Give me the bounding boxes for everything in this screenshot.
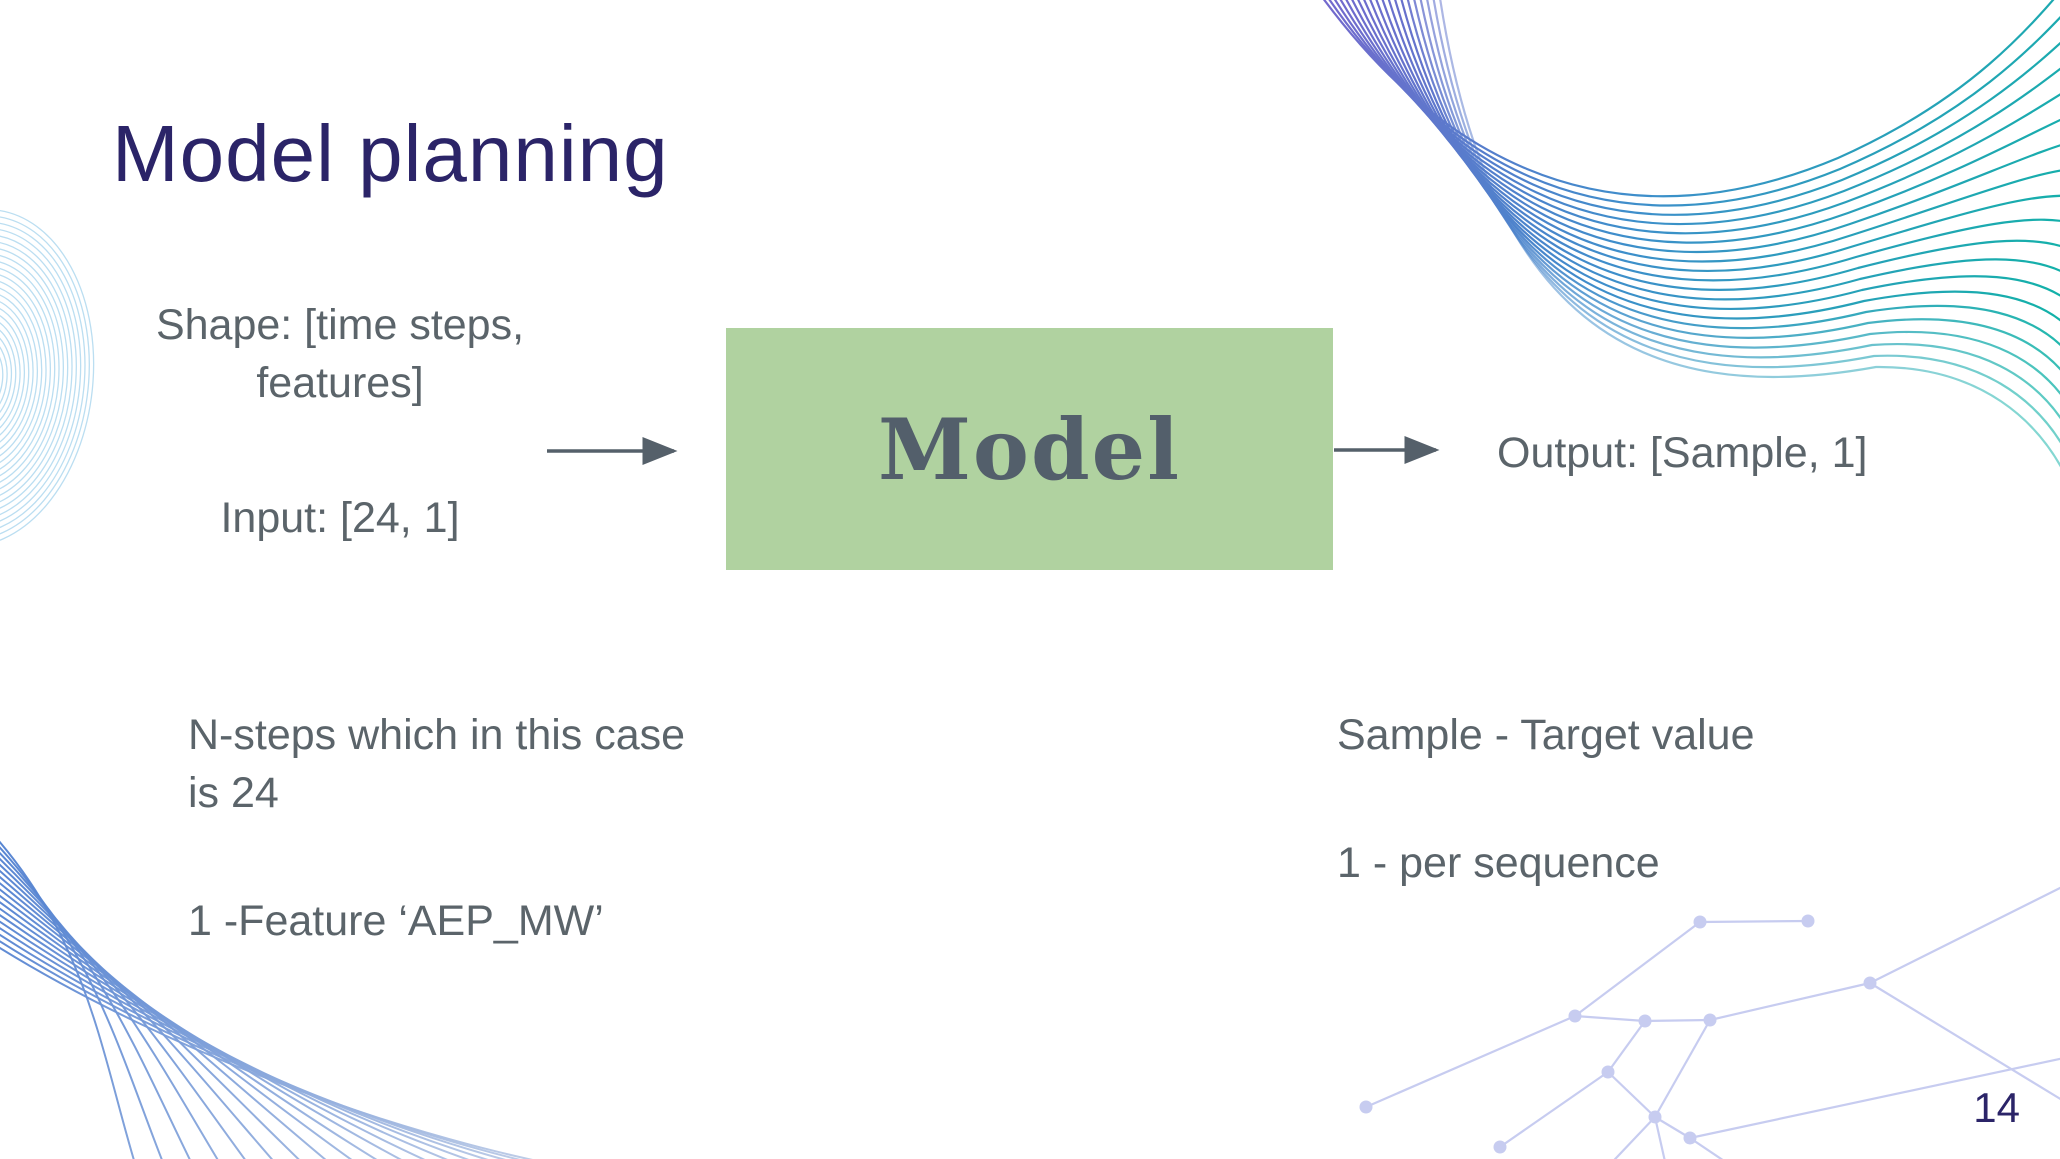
left-note-line1: N-steps which in this case — [188, 711, 686, 759]
model-box-label: Model — [877, 399, 1182, 499]
feature-note: 1 -Feature ‘AEP_MW’ — [188, 897, 604, 945]
left-note-line2: is 24 — [188, 769, 279, 817]
decorative-arcs-left — [0, 208, 95, 548]
decorative-waves-bottom-left — [0, 840, 534, 1159]
input-shape-label: Shape: [time steps, features] — [105, 296, 575, 412]
shape-label-line1: Shape: [time steps, — [155, 301, 525, 349]
input-label: Input: [24, 1] — [220, 494, 460, 542]
left-note: N-steps which in this case is 24 — [188, 706, 685, 822]
output-label: Output: [Sample, 1] — [1497, 429, 1868, 477]
right-note-sequence: 1 - per sequence — [1337, 839, 1660, 887]
page-number: 14 — [1973, 1084, 2020, 1131]
model-box: Model — [726, 328, 1333, 570]
slide-title: Model planning — [112, 108, 669, 198]
shape-label-line2: features] — [256, 359, 424, 407]
right-note-sample: Sample - Target value — [1337, 711, 1755, 759]
